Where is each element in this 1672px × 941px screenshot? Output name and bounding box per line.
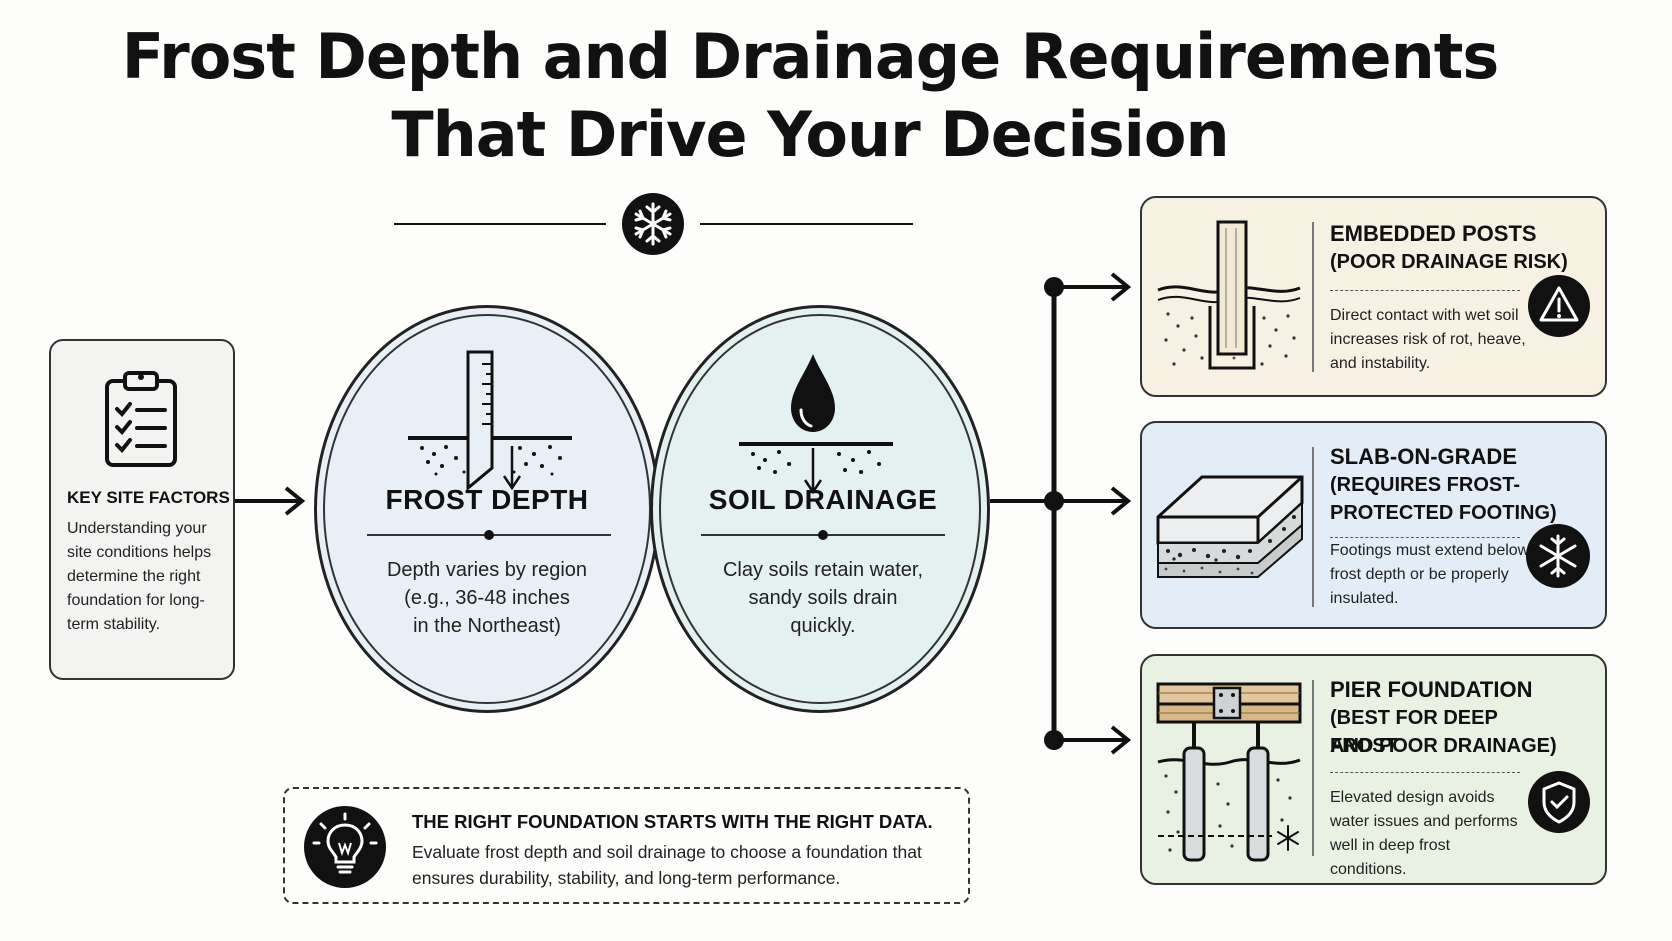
shield-check-icon — [1528, 771, 1590, 833]
embedded-posts-card: EMBEDDED POSTS (POOR DRAINAGE RISK) Dire… — [1140, 196, 1607, 397]
soil-body-line-1: Clay soils retain water, — [722, 559, 924, 581]
pier-body: Elevated design avoids water issues and … — [1330, 789, 1518, 878]
pier-foundation-card: PIER FOUNDATION (BEST FOR DEEP FROST AND… — [1140, 654, 1607, 885]
tip-title: THE RIGHT FOUNDATION STARTS WITH THE RIG… — [412, 811, 933, 832]
slab-body: Footings must extend below frost depth o… — [1330, 542, 1530, 607]
clipboard-checklist-icon — [105, 371, 177, 467]
slab-title: SLAB-ON-GRADE — [1330, 444, 1517, 469]
tip-callout: THE RIGHT FOUNDATION STARTS WITH THE RIG… — [283, 787, 970, 904]
snowflake-icon — [1526, 524, 1590, 588]
soil-drainage-title: SOIL DRAINAGE — [708, 484, 938, 515]
pier-subtitle-line-1: (BEST FOR DEEP FROST — [1330, 707, 1498, 757]
snowflake-icon — [622, 193, 684, 255]
soil-drainage-circle: SOIL DRAINAGE Clay soils retain water, s… — [650, 305, 990, 713]
soil-body-line-2: sandy soils drain — [748, 587, 898, 609]
key-site-factors-card: KEY SITE FACTORS Understanding your site… — [49, 339, 235, 680]
slab-illustration — [1156, 475, 1304, 578]
embedded-posts-title: EMBEDDED POSTS — [1330, 221, 1537, 246]
embedded-posts-subtitle: (POOR DRAINAGE RISK) — [1330, 251, 1568, 273]
embedded-post-illustration — [1157, 220, 1301, 370]
soil-body-line-3: quickly. — [790, 615, 856, 637]
warning-triangle-icon — [1528, 275, 1590, 337]
frost-body-line-1: Depth varies by region — [386, 559, 588, 581]
frost-divider — [367, 530, 611, 540]
key-factors-title: KEY SITE FACTORS — [67, 488, 230, 507]
pier-illustration — [1156, 682, 1302, 862]
slab-subtitle-line-1: (REQUIRES FROST- — [1330, 474, 1521, 496]
key-factors-body: Understanding your site conditions helps… — [67, 520, 212, 633]
slab-on-grade-card: SLAB-ON-GRADE (REQUIRES FROST- PROTECTED… — [1140, 421, 1607, 629]
lightbulb-icon — [304, 806, 386, 888]
frost-body-line-3: in the Northeast) — [413, 615, 561, 637]
frost-depth-circle: FROST DEPTH Depth varies by region (e.g.… — [314, 305, 660, 713]
embedded-divider — [1330, 290, 1520, 291]
frost-depth-title: FROST DEPTH — [385, 484, 589, 515]
page-title: Frost Depth and Drainage Requirements Th… — [0, 18, 1620, 174]
water-drop-icon — [739, 354, 893, 495]
pier-divider — [1330, 772, 1520, 773]
embedded-posts-body: Direct contact with wet soil increases r… — [1330, 307, 1526, 372]
ruler-in-soil-icon — [408, 350, 572, 492]
tip-body: Evaluate frost depth and soil drainage t… — [412, 842, 922, 888]
pier-subtitle-line-2: AND POOR DRAINAGE) — [1330, 735, 1557, 757]
title-line-1: Frost Depth and Drainage Requirements — [121, 20, 1500, 93]
frost-body-line-2: (e.g., 36-48 inches — [404, 587, 570, 609]
slab-subtitle-line-2: PROTECTED FOOTING) — [1330, 502, 1557, 524]
soil-divider — [701, 530, 945, 540]
frost-depth-body: Depth varies by region (e.g., 36-48 inch… — [337, 556, 637, 640]
pier-title: PIER FOUNDATION — [1330, 677, 1533, 702]
slab-divider — [1330, 537, 1520, 538]
soil-drainage-body: Clay soils retain water, sandy soils dra… — [673, 556, 973, 640]
title-line-2: That Drive Your Decision — [391, 98, 1229, 171]
